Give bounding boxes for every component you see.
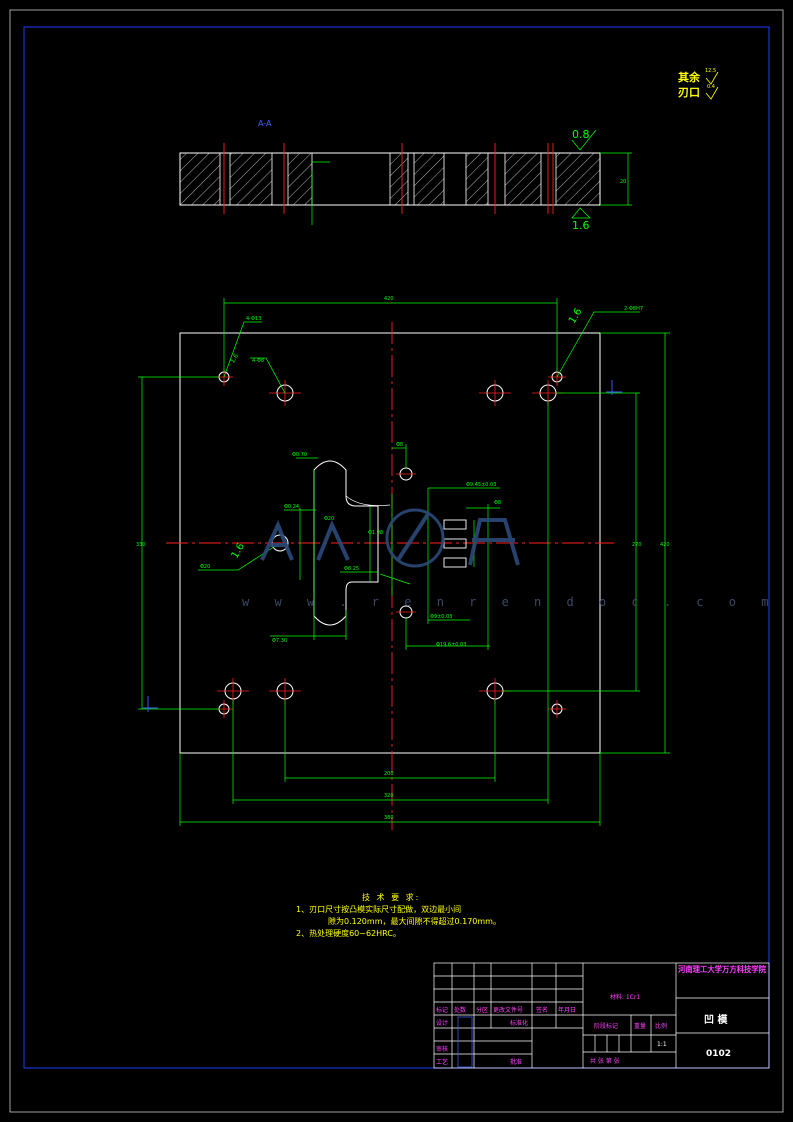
- watermark-logo: [260, 508, 520, 568]
- svg-text:Φ8.25: Φ8.25: [344, 566, 359, 572]
- general-roughness-label: 其余: [678, 71, 700, 84]
- svg-text:320: 320: [384, 793, 394, 799]
- design-label: 设计: [436, 1019, 448, 1027]
- svg-text:4-Φ8: 4-Φ8: [252, 358, 264, 364]
- svg-text:Φ9.45±0.03: Φ9.45±0.03: [466, 482, 496, 488]
- col-signature: 签名: [536, 1006, 548, 1014]
- svg-text:Φ8: Φ8: [494, 500, 501, 506]
- svg-text:Φ1.98: Φ1.98: [368, 530, 383, 536]
- top-finish: 0.8: [572, 128, 590, 141]
- inner-frame: [23, 26, 770, 1069]
- stage-mark-label: 阶段标记: [594, 1022, 618, 1030]
- plan-view: 420 200 320 380 330 420 270 4-Φ13 4-Φ8 2…: [136, 296, 670, 830]
- svg-text:Φ0.70: Φ0.70: [292, 452, 307, 458]
- svg-text:Φ20: Φ20: [324, 516, 334, 522]
- watermark-url: w w w . r e n r e n d o c . c o m: [242, 595, 778, 609]
- material-label: 材料: 1Cr1: [610, 993, 640, 1001]
- process-label: 工艺: [436, 1058, 448, 1066]
- requirement-item: 1、刃口尺寸按凸模实际尺寸配做，双边最小间: [296, 905, 462, 914]
- general-roughness-value: 12.5: [705, 68, 716, 74]
- scale-value: 1:1: [657, 1041, 667, 1048]
- standardization-label: 标准化: [510, 1019, 528, 1027]
- svg-text:330: 330: [136, 542, 146, 548]
- col-count: 处数: [454, 1006, 466, 1014]
- svg-text:Φ19.6±0.03: Φ19.6±0.03: [436, 642, 466, 648]
- drawing-number: 0102: [706, 1049, 731, 1059]
- col-mark: 标记: [436, 1006, 448, 1014]
- outer-frame: [9, 9, 784, 1113]
- svg-text:420: 420: [660, 542, 670, 548]
- svg-text:380: 380: [384, 815, 394, 821]
- requirement-item: 隙为0.120mm，最大间隙不得超过0.170mm。: [328, 917, 501, 926]
- svg-text:1.6: 1.6: [230, 541, 247, 560]
- technical-requirements: 技 术 要 求: 1、刃口尺寸按凸模实际尺寸配做，双边最小间 隙为0.120mm…: [296, 892, 501, 940]
- approve-label: 批准: [510, 1058, 522, 1066]
- svg-text:2-Φ8H7: 2-Φ8H7: [624, 306, 643, 312]
- scale-label: 比例: [655, 1022, 667, 1030]
- sheets-label: 共 张 第 张: [590, 1057, 620, 1065]
- technical-requirements-title: 技 术 要 求:: [362, 893, 421, 902]
- part-name: 凹 模: [704, 1013, 728, 1026]
- svg-text:Φ0.24: Φ0.24: [284, 504, 299, 510]
- svg-text:Φ7.30: Φ7.30: [272, 638, 287, 644]
- svg-text:1.6: 1.6: [229, 353, 240, 365]
- svg-text:Φ9±0.03: Φ9±0.03: [430, 614, 452, 620]
- view-label: A-A: [258, 119, 272, 128]
- cavity-profile: [313, 460, 379, 626]
- col-zone: 分区: [476, 1006, 488, 1014]
- svg-text:200: 200: [384, 771, 394, 777]
- svg-text:270: 270: [632, 542, 642, 548]
- roughness-notes: 其余 刃口: [678, 70, 700, 100]
- bottom-finish: 1.6: [572, 219, 590, 232]
- edge-roughness-label: 刃口: [678, 86, 700, 99]
- svg-text:420: 420: [384, 296, 394, 302]
- col-change-doc: 更改文件号: [493, 1006, 523, 1014]
- weight-label: 重量: [634, 1022, 646, 1030]
- requirement-item: 2、热处理硬度60~62HRC。: [296, 929, 401, 938]
- title-block: 标记 处数 分区 更改文件号 签名 年月日 设计 标准化 审核 工艺 批准 材料…: [433, 962, 770, 1069]
- svg-text:20: 20: [620, 179, 626, 185]
- edge-roughness-value: 0.4: [707, 84, 715, 90]
- col-date: 年月日: [558, 1006, 576, 1014]
- svg-text:4-Φ13: 4-Φ13: [246, 316, 261, 322]
- svg-text:Φ8: Φ8: [396, 442, 403, 448]
- review-label: 审核: [436, 1045, 448, 1053]
- svg-text:Φ20: Φ20: [200, 564, 210, 570]
- section-view: A-A 20 0.8 1.6: [179, 119, 632, 232]
- side-finish: 1.6: [567, 307, 584, 326]
- organization: 河南理工大学万方科技学院: [678, 964, 766, 974]
